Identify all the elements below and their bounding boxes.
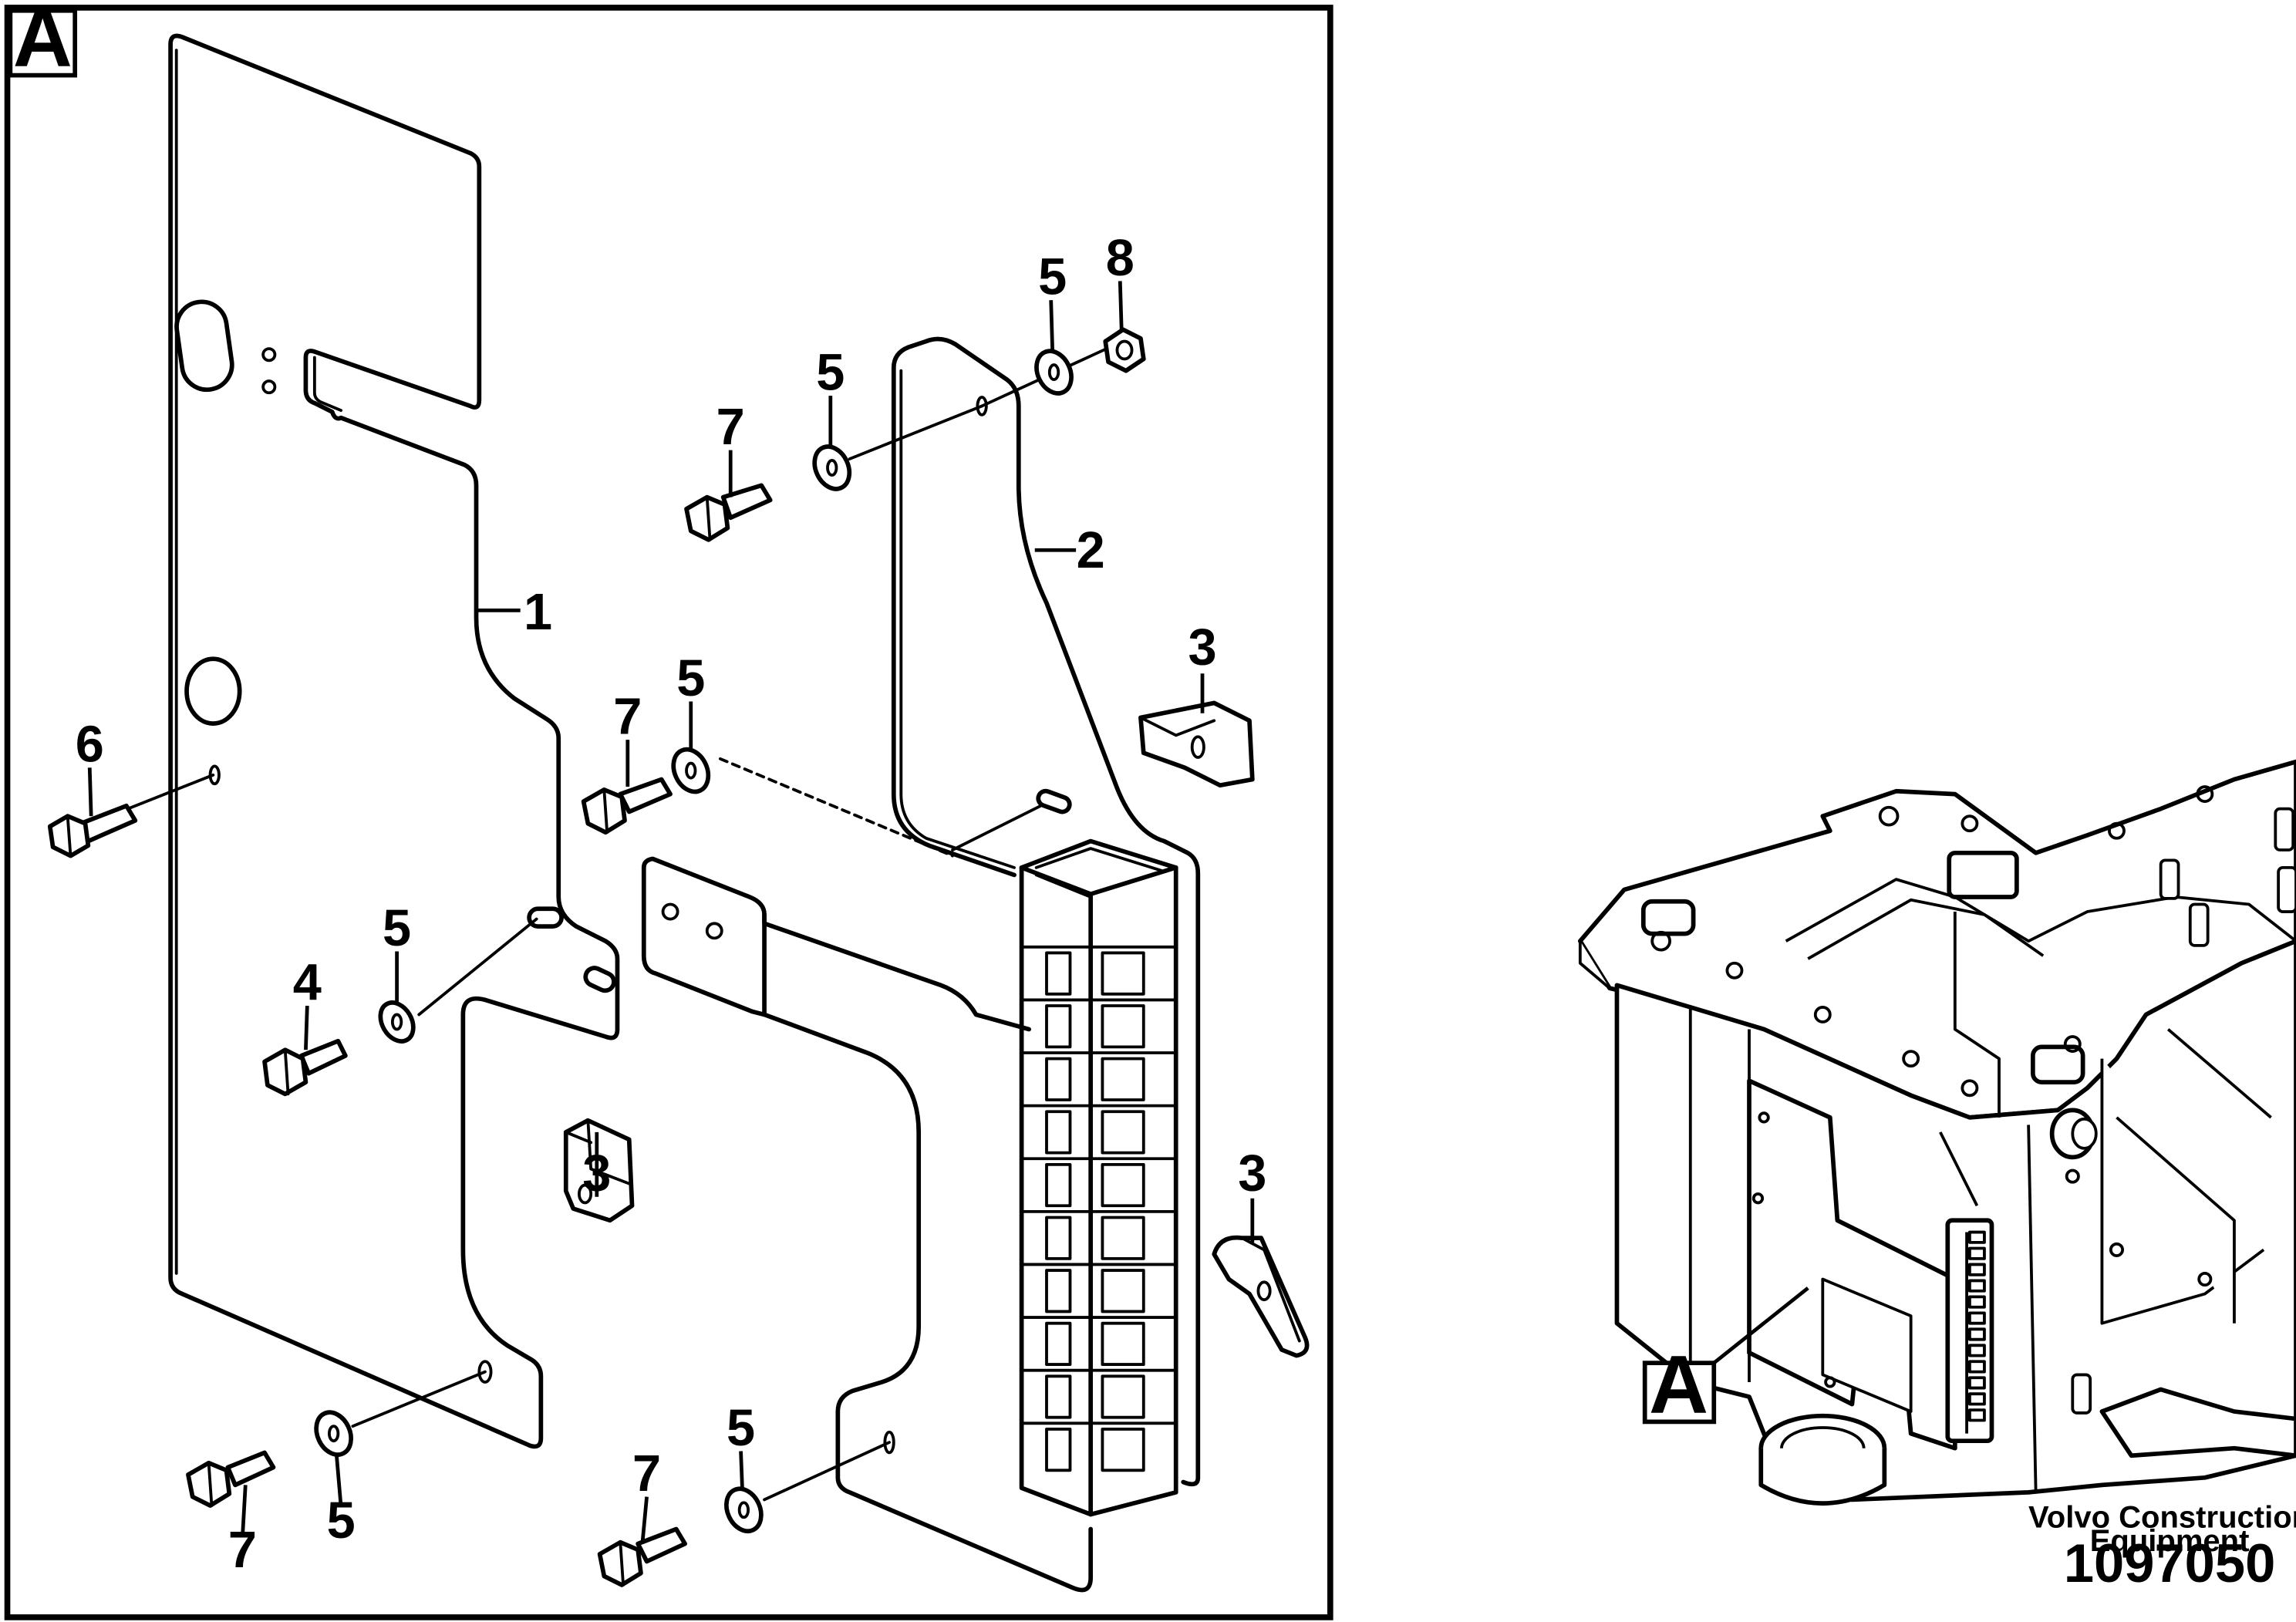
grid-cell: [1101, 1110, 1145, 1155]
callout-5-top-right: 5: [1038, 249, 1067, 306]
view-label-box: A: [8, 0, 78, 84]
bolt-6: [47, 773, 215, 858]
part-1-mounting-plate: [168, 33, 620, 1449]
brand-line-2: Equipment: [2090, 1524, 2250, 1558]
callout-3-lower: 3: [1238, 1145, 1266, 1202]
callout-4: 4: [293, 954, 322, 1011]
grid-cell: [1101, 951, 1145, 996]
callout-5-left: 5: [383, 900, 411, 957]
machine-frame-overview: [1577, 759, 2296, 1506]
grid-cell: [1045, 1428, 1072, 1472]
bolt-7-top-assembly: [684, 327, 1146, 542]
grid-cell: [1045, 1057, 1072, 1101]
grid-cell: [1101, 1269, 1145, 1313]
clip-upper: [1138, 700, 1255, 788]
callout-3-middle: 3: [582, 1145, 611, 1202]
overview-grid-cell: [1967, 1408, 1986, 1422]
grid-cell: [1045, 951, 1072, 996]
bolt-7-bottom-assembly: [597, 1441, 891, 1587]
overview-grid-cell: [1967, 1230, 1986, 1244]
grid-strip-cells: [1020, 945, 1178, 1472]
bolt-7-lower-left-assembly: [186, 1370, 487, 1508]
part-number: 1097050: [2064, 1533, 2275, 1593]
nut-8: [1103, 327, 1146, 373]
grid-cell: [1101, 1216, 1145, 1260]
overview-grid-cell: [1967, 1311, 1986, 1325]
overview-grid-cell: [1967, 1360, 1986, 1374]
brand-line-1: Volvo Construction: [2028, 1501, 2296, 1535]
callout-labels: 1 2 3 3 3 4 5 5 5 5 5 5 6 7 7 7 7 8: [76, 230, 1267, 1579]
callout-7-middle: 7: [613, 688, 642, 745]
grid-cell: [1045, 1004, 1072, 1049]
callout-5-lower-left: 5: [327, 1492, 356, 1549]
overview-grid-cell: [1967, 1327, 1986, 1341]
overview-grid-cell: [1967, 1279, 1986, 1293]
grid-cell: [1045, 1110, 1072, 1155]
callout-2: 2: [1077, 522, 1105, 579]
bolt-4-assembly: [262, 917, 538, 1097]
callout-7-lower-left: 7: [228, 1522, 257, 1579]
leader-lines: [87, 281, 1255, 1544]
overview-grid-cell: [1967, 1246, 1986, 1260]
callout-7-top: 7: [716, 399, 745, 456]
clip-middle: [563, 1118, 635, 1223]
overview-label-text: A: [1649, 1338, 1708, 1431]
callout-7-bottom: 7: [632, 1445, 661, 1502]
grid-cell: [1101, 1428, 1145, 1472]
grid-cell: [1101, 1321, 1145, 1366]
overview-grid-cell: [1967, 1344, 1986, 1357]
callout-5-top: 5: [816, 344, 845, 401]
grid-cell: [1101, 1374, 1145, 1419]
grid-cell: [1045, 1269, 1072, 1313]
overview-grid-cell: [1967, 1295, 1986, 1309]
grid-cell: [1045, 1216, 1072, 1260]
grid-cell: [1101, 1004, 1145, 1049]
callout-8: 8: [1106, 230, 1135, 287]
callout-5-middle: 5: [676, 650, 705, 707]
clip-lower-right: [1212, 1235, 1310, 1358]
bolt-7-middle-assembly: [581, 747, 1043, 858]
overview-grid-cell: [1967, 1263, 1986, 1276]
grid-cell: [1101, 1057, 1145, 1101]
footer-block: Volvo Construction Equipment 1097050: [2028, 1501, 2296, 1594]
detail-view-frame: [4, 5, 1333, 1620]
overview-grid-cell: [1967, 1376, 1986, 1390]
grid-cell: [1045, 1374, 1072, 1419]
grid-cell: [1045, 1321, 1072, 1366]
callout-6: 6: [76, 717, 104, 774]
callout-3-upper: 3: [1188, 619, 1216, 676]
part-2-bracket-plate: [641, 336, 1201, 1593]
callout-1: 1: [524, 584, 552, 641]
overview-view-label: A: [1642, 1286, 1809, 1431]
grid-cell: [1101, 1162, 1145, 1208]
view-label-text: A: [13, 0, 72, 84]
grid-cell: [1045, 1162, 1072, 1208]
callout-5-bottom: 5: [727, 1400, 755, 1457]
overview-grid-strip: [1967, 1230, 1986, 1422]
overview-grid-cell: [1967, 1392, 1986, 1406]
